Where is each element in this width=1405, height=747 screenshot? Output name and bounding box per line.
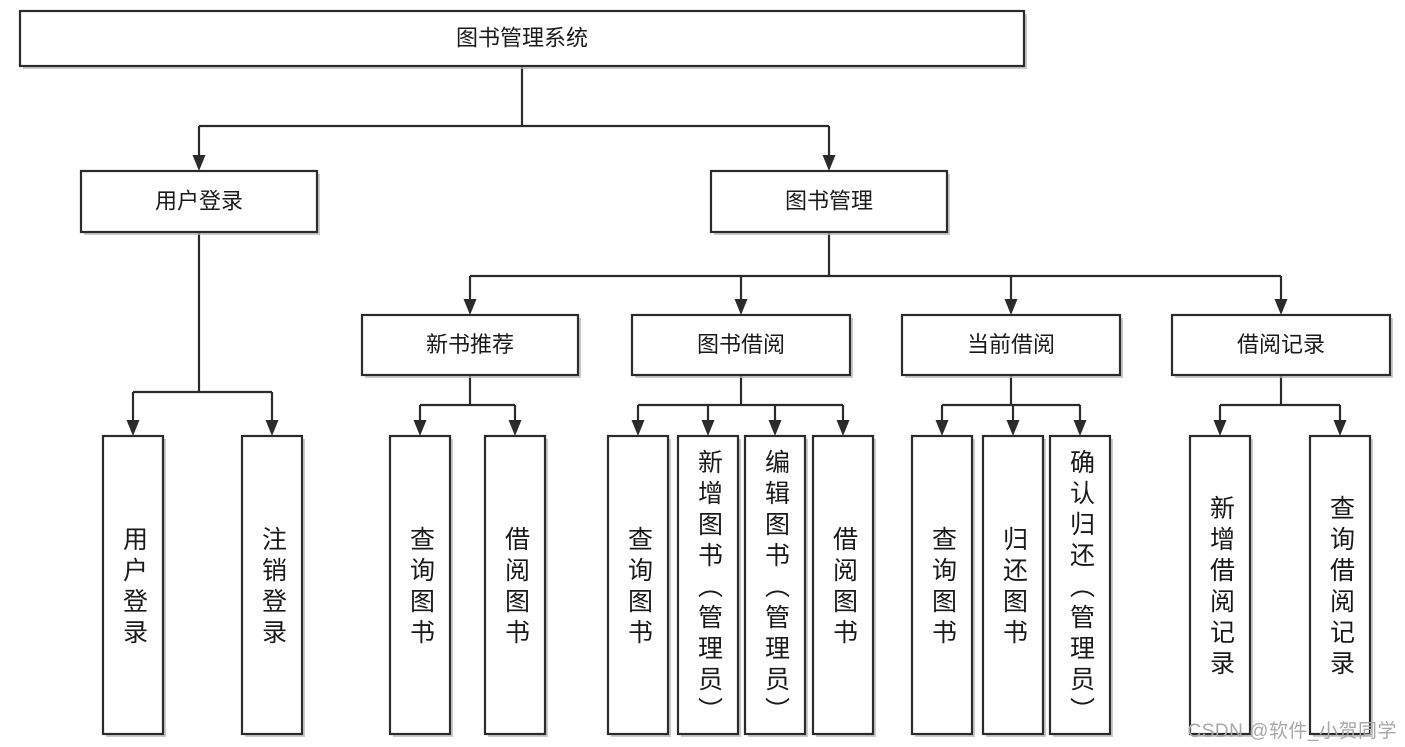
arrow-head-icon [192, 155, 206, 171]
leaf-box-leaf-edit-book-admin[interactable] [743, 434, 807, 736]
node-box-root[interactable] [18, 9, 1026, 68]
arrow-head-icon [463, 299, 477, 315]
node-box-borrow-record[interactable] [1170, 313, 1392, 377]
node-label-user-login: 用户登录 [155, 188, 243, 213]
arrow-head-icon [631, 420, 645, 436]
arrow-head-icon [1213, 420, 1227, 436]
leaf-box-leaf-query-book-1[interactable] [388, 434, 452, 736]
node-box-book-borrow[interactable] [630, 313, 852, 377]
leaf-box-leaf-borrow-book-2[interactable] [811, 434, 875, 736]
arrow-head-icon [836, 420, 850, 436]
node-box-new-book-recommend[interactable] [360, 313, 580, 377]
leaf-box-leaf-borrow-book-1[interactable] [483, 434, 547, 736]
node-box-book-manage[interactable] [709, 169, 949, 234]
leaf-box-leaf-query-book-3[interactable] [910, 434, 974, 736]
leaf-box-leaf-confirm-return-admin[interactable] [1048, 434, 1112, 736]
arrow-head-icon [1274, 299, 1288, 315]
node-box-current-borrow[interactable] [900, 313, 1122, 377]
leaf-box-leaf-user-logout[interactable] [240, 434, 304, 736]
connectors-layer [126, 66, 1347, 436]
leaf-box-leaf-query-borrow-record[interactable] [1308, 434, 1372, 736]
leaf-box-leaf-return-book[interactable] [981, 434, 1045, 736]
node-box-user-login[interactable] [79, 169, 319, 234]
node-label-new-book-recommend: 新书推荐 [426, 332, 514, 357]
arrow-head-icon [126, 420, 140, 436]
arrow-head-icon [1073, 420, 1087, 436]
arrow-head-icon [935, 420, 949, 436]
arrow-head-icon [822, 155, 836, 171]
node-label-book-borrow: 图书借阅 [697, 332, 785, 357]
arrow-head-icon [1006, 420, 1020, 436]
arrow-head-icon [734, 299, 748, 315]
node-label-root: 图书管理系统 [456, 25, 588, 50]
boxes-layer [18, 9, 1393, 737]
arrow-head-icon [1004, 299, 1018, 315]
node-label-borrow-record: 借阅记录 [1237, 332, 1325, 357]
leaf-box-leaf-add-borrow-record[interactable] [1188, 434, 1252, 736]
arrow-head-icon [265, 420, 279, 436]
arrow-head-icon [768, 420, 782, 436]
node-label-book-manage: 图书管理 [785, 188, 873, 213]
arrow-head-icon [508, 420, 522, 436]
node-label-current-borrow: 当前借阅 [967, 332, 1055, 357]
arrow-head-icon [701, 420, 715, 436]
leaf-box-leaf-user-login[interactable] [101, 434, 165, 736]
leaf-box-leaf-add-book-admin[interactable] [676, 434, 740, 736]
watermark-text: CSDN @软件_小贺同学 [1187, 721, 1397, 742]
leaf-box-leaf-query-book-2[interactable] [606, 434, 670, 736]
arrow-head-icon [1333, 420, 1347, 436]
arrow-head-icon [413, 420, 427, 436]
